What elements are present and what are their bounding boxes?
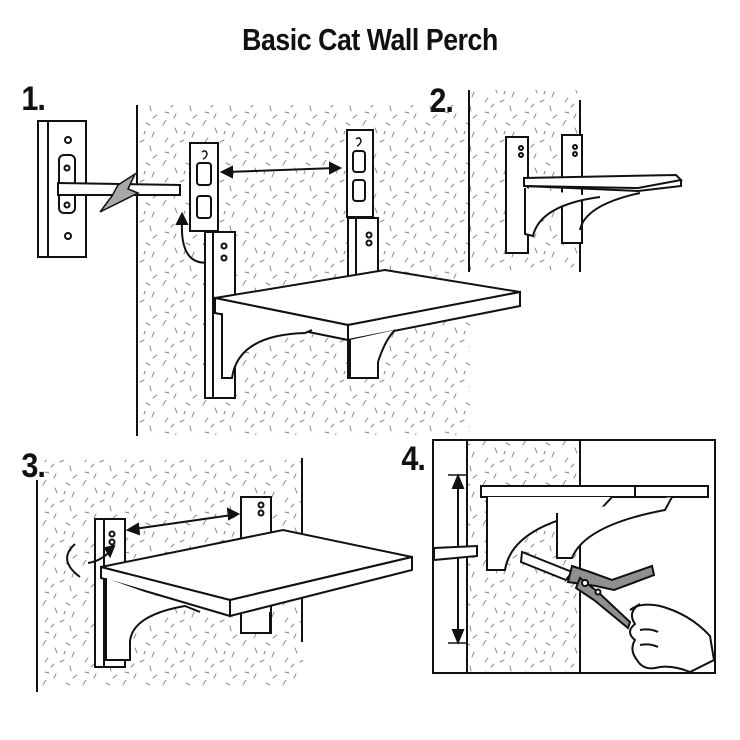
- double-arrow-icon: [125, 507, 241, 536]
- curved-support-right: [240, 612, 271, 634]
- shelf-board: [523, 173, 684, 193]
- diagram-title: Basic Cat Wall Perch: [242, 22, 498, 57]
- curved-support-right: [579, 192, 641, 231]
- rotate-arrow-icon: [66, 543, 116, 578]
- curved-support-right: [349, 329, 396, 379]
- break-wedge-icon: [99, 171, 140, 213]
- shelf-board: [100, 528, 413, 618]
- curved-support-left: [221, 313, 313, 379]
- curved-support-left: [105, 578, 201, 661]
- step-4-number: 4.: [401, 440, 426, 478]
- step-1-number: 1.: [21, 80, 46, 118]
- shelf-board: [480, 485, 709, 498]
- shelf-board: [214, 268, 521, 342]
- double-arrow-icon: [219, 161, 343, 179]
- hand-icon: [629, 603, 716, 674]
- panel-1: [37, 105, 521, 436]
- wall-texture: [138, 105, 470, 435]
- panel-4: [432, 439, 716, 674]
- bracket-arm-detail: [57, 171, 181, 213]
- wall-plate-left: [189, 142, 219, 232]
- curved-support-right: [556, 496, 673, 559]
- curved-support-left: [524, 188, 601, 238]
- panel-3: [36, 458, 413, 692]
- side-shelf-stub: [433, 544, 478, 562]
- wall-plate-right: [346, 129, 374, 218]
- pliers-icon: [519, 550, 656, 630]
- panel-2: [468, 90, 684, 272]
- vertical-measure-arrow-icon: [448, 473, 468, 645]
